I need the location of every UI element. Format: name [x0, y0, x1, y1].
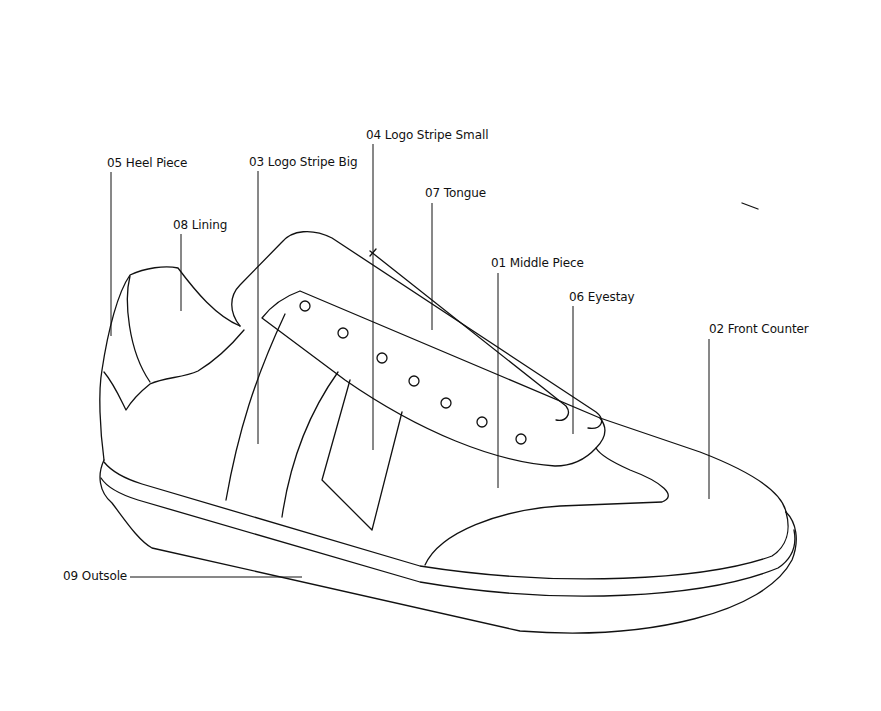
part-label: 09 Outsole — [63, 568, 127, 584]
eyelet — [516, 434, 526, 444]
eyelet — [409, 376, 419, 386]
outsole-outline — [100, 460, 796, 633]
part-label: 01 Middle Piece — [491, 255, 584, 271]
sole-mid-line — [101, 478, 795, 596]
big-stripe-edge — [282, 372, 338, 517]
tongue-inner-line — [370, 251, 568, 420]
leader-line — [258, 171, 259, 444]
part-label: 02 Front Counter — [709, 321, 809, 337]
heel-seam — [127, 276, 150, 382]
leader-lines — [111, 144, 709, 577]
part-label: 08 Lining — [173, 217, 227, 233]
part-label: 03 Logo Stripe Big — [249, 154, 357, 170]
big-stripe-edge — [226, 314, 285, 500]
heel-outline — [100, 267, 240, 460]
small-stripe-outline — [322, 380, 402, 530]
stray-mark — [742, 203, 758, 209]
part-label: 07 Tongue — [425, 185, 486, 201]
leader-line — [573, 306, 574, 434]
tongue-outline — [232, 232, 602, 429]
leader-line — [373, 144, 374, 450]
eyelet — [338, 328, 348, 338]
eyelet — [300, 301, 310, 311]
leader-line — [181, 234, 182, 311]
part-label: 04 Logo Stripe Small — [366, 127, 488, 143]
middle-piece-edge — [425, 448, 668, 565]
eyelet — [441, 398, 451, 408]
leader-line — [432, 203, 433, 330]
eyestay-outline — [262, 291, 605, 466]
eyelet — [477, 417, 487, 427]
lining-edge — [104, 330, 244, 410]
leader-line — [498, 273, 499, 488]
eyelet — [377, 353, 387, 363]
leader-line — [709, 339, 710, 499]
leader-line — [111, 172, 112, 336]
toe-top-line — [600, 418, 786, 512]
leader-line — [130, 577, 302, 578]
part-label: 06 Eyestay — [569, 289, 635, 305]
part-label: 05 Heel Piece — [107, 155, 187, 171]
